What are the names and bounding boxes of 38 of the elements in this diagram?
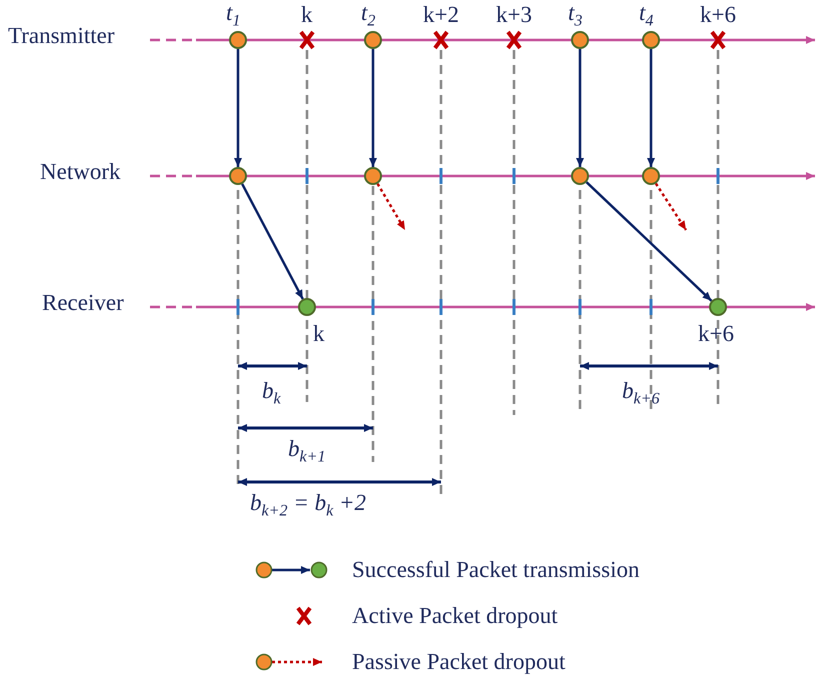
packet-dot <box>571 31 589 49</box>
packet-dot <box>364 31 382 49</box>
slot-label: k <box>301 2 312 28</box>
dropout-arrow <box>654 182 688 231</box>
arrow <box>586 181 712 302</box>
slot-label: k+2 <box>423 2 459 28</box>
time-label: t$_{3}$ <box>568 0 582 32</box>
packet-dot <box>642 31 660 49</box>
interval-label: b$_{k}$ <box>262 378 281 410</box>
interval-label: b$_{k+1}$ <box>288 436 326 468</box>
arrow <box>241 183 304 300</box>
slot-label: k+6 <box>700 2 736 28</box>
packet-dot <box>229 167 247 185</box>
slot-label: k+3 <box>496 2 532 28</box>
time-label: t$_{2}$ <box>361 0 376 32</box>
packet-dot <box>298 298 316 316</box>
axis-label: Network <box>40 159 120 185</box>
legend-label: Successful Packet transmission <box>352 557 640 583</box>
time-label: t$_{1}$ <box>226 0 240 32</box>
packet-dot <box>229 31 247 49</box>
axis-label: Receiver <box>42 290 124 316</box>
dropout-arrow <box>376 183 406 231</box>
time-label: k <box>313 321 324 347</box>
arrow <box>647 49 655 167</box>
time-label: t$_{4}$ <box>639 0 654 32</box>
arrow <box>234 49 242 167</box>
legend-label: Active Packet dropout <box>352 603 558 629</box>
packet-dot <box>364 167 382 185</box>
legend-label: Passive Packet dropout <box>352 649 566 675</box>
packet-dot <box>709 298 727 316</box>
interval-label: b$_{k+6}$ <box>622 378 660 410</box>
packet-dot <box>571 167 589 185</box>
arrow <box>576 49 584 167</box>
packet-dot <box>642 167 660 185</box>
axis-label: Transmitter <box>8 23 114 49</box>
arrow <box>369 49 377 167</box>
time-label: k+6 <box>698 321 734 347</box>
interval-label: b$_{k+2}$ = b$_{k}$ +2 <box>250 490 366 522</box>
